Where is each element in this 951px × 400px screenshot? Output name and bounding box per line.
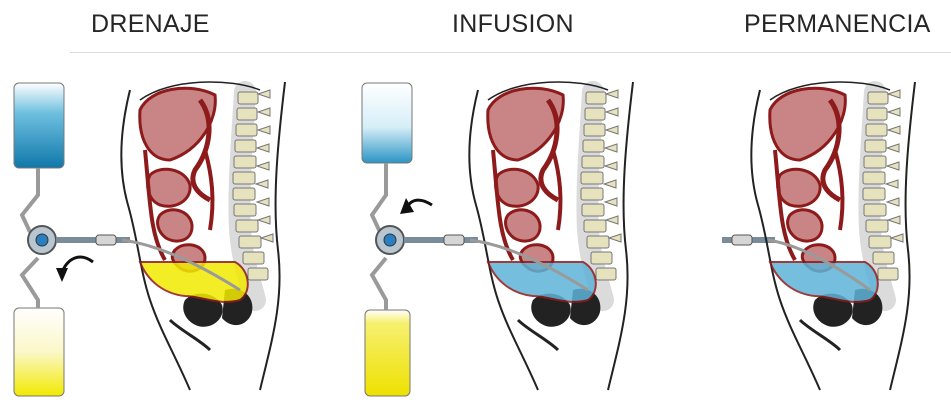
panel-permanencia: [722, 82, 915, 390]
bottom-bag: [365, 310, 410, 396]
top-bag: [14, 83, 64, 168]
panel-drenaje: [14, 82, 285, 396]
panel-infusion: [362, 82, 633, 396]
bottom-bag: [14, 308, 64, 396]
abdomen-fluid-blue: [770, 262, 878, 302]
top-bag: [362, 83, 412, 163]
abdomen-fluid-yellow: [140, 262, 248, 302]
abdomen-fluid-blue: [488, 262, 596, 302]
